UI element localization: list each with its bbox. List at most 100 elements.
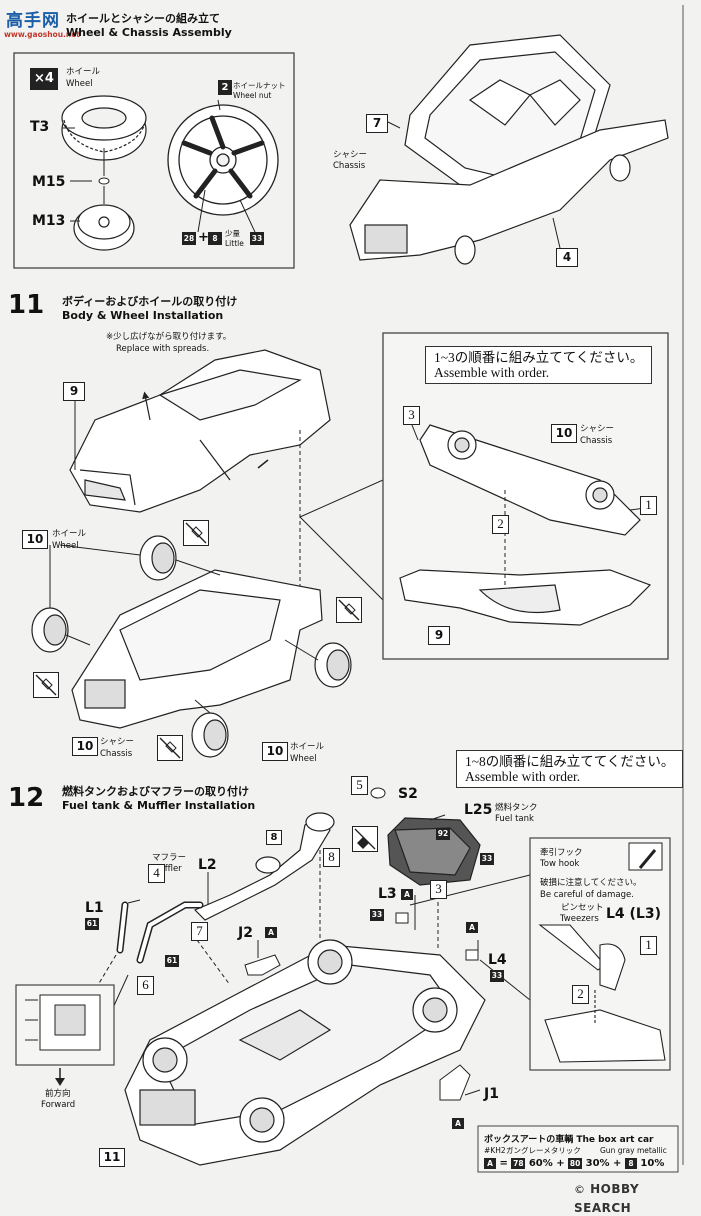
part-10-box: 10 bbox=[22, 530, 48, 549]
sequence-4: 4 bbox=[148, 864, 165, 883]
equals-sign: = bbox=[499, 1158, 508, 1169]
color-61-tag: 61 bbox=[165, 955, 179, 967]
chassis-label-en: Chassis bbox=[333, 161, 366, 171]
color-33-tag: 33 bbox=[490, 970, 504, 982]
part-l4-l3-label: L4 (L3) bbox=[606, 906, 661, 922]
sequence-6: 6 bbox=[137, 976, 154, 995]
part-l25-label: L25 bbox=[464, 802, 493, 818]
little-label-jp: 少量 bbox=[225, 229, 240, 238]
color-8-tag: 8 bbox=[624, 1158, 637, 1169]
color-80-tag: 80 bbox=[568, 1158, 583, 1169]
forward-label-jp: 前方向 bbox=[45, 1089, 71, 1099]
color-78-tag: 78 bbox=[511, 1158, 526, 1169]
step10-title-en: Wheel & Chassis Assembly bbox=[66, 26, 232, 39]
wheel-label-jp: ホイール bbox=[52, 529, 87, 539]
watermark-site: www.gaoshou.net bbox=[4, 30, 80, 39]
assembly-order-note: 1~3の順番に組み立ててください。 Assemble with order. bbox=[425, 346, 653, 384]
part-10-box: 10 bbox=[72, 737, 98, 756]
part-10-box: 10 bbox=[551, 424, 577, 443]
step11-title-jp: ボディーおよびホイールの取り付け bbox=[62, 295, 238, 308]
percent-78: 60% bbox=[528, 1158, 553, 1169]
wheel-label-jp: ホイール bbox=[290, 742, 325, 752]
no-glue-icon bbox=[183, 520, 209, 546]
copyright-icon: © bbox=[574, 1183, 585, 1196]
plus-sign: + bbox=[613, 1158, 622, 1169]
part-l3-label: L3 bbox=[378, 886, 397, 902]
assembly-order-en: Assemble with order. bbox=[465, 769, 581, 784]
muffler-label-en: Muffler bbox=[152, 864, 182, 874]
tag-a: A bbox=[484, 1158, 496, 1169]
sequence-2: 2 bbox=[572, 985, 589, 1004]
tweezers-label-en: Tweezers bbox=[560, 914, 599, 924]
sequence-1: 1 bbox=[640, 936, 657, 955]
wheel-label-jp: ホイール bbox=[66, 67, 101, 77]
boxart-code: #KH2 bbox=[484, 1146, 506, 1155]
part-j2-label: J2 bbox=[238, 925, 253, 941]
part-t3-label: T3 bbox=[30, 119, 50, 135]
boxart-color-jp: ガングレーメタリック bbox=[506, 1146, 581, 1155]
color-33-tag: 33 bbox=[250, 232, 264, 245]
chassis-label-jp: シャシー bbox=[580, 424, 615, 434]
tweezers-label-jp: ピンセット bbox=[561, 903, 604, 913]
boxart-mix: A = 78 60% + 80 30% + 8 10% bbox=[484, 1158, 664, 1169]
part-10-box: 10 bbox=[262, 742, 288, 761]
part-number-2: 2 bbox=[218, 80, 232, 95]
chassis-label-jp: シャシー bbox=[333, 150, 368, 160]
chassis-label-jp: シャシー bbox=[100, 737, 135, 747]
plus-sign: + bbox=[556, 1158, 565, 1169]
assembly-order-jp: 1~3の順番に組み立ててください。 bbox=[434, 350, 644, 365]
spread-note-en: Replace with spreads. bbox=[116, 344, 210, 354]
part-9-box: 9 bbox=[63, 382, 85, 401]
step12-title-en: Fuel tank & Muffler Installation bbox=[62, 799, 256, 812]
step11-number: 11 bbox=[8, 290, 45, 320]
paint-icon bbox=[352, 826, 378, 852]
careful-note-jp: 破損に注意してください。 bbox=[540, 878, 642, 888]
wheel-nut-label-jp: ホイールナット bbox=[233, 81, 286, 90]
percent-80: 30% bbox=[585, 1158, 610, 1169]
sequence-8: 8 bbox=[323, 848, 340, 867]
sequence-3: 3 bbox=[430, 880, 447, 899]
wheel-label-en: Wheel bbox=[52, 541, 79, 551]
careful-note-en: Be careful of damage. bbox=[540, 890, 634, 900]
forward-label-en: Forward bbox=[41, 1100, 76, 1110]
color-33-tag: 33 bbox=[480, 853, 494, 865]
car-underside-drawing bbox=[124, 939, 486, 1166]
no-glue-icon bbox=[157, 735, 183, 761]
tag-a: A bbox=[452, 1118, 464, 1129]
color-8-tag: 8 bbox=[208, 232, 222, 245]
sequence-3: 3 bbox=[403, 406, 420, 425]
car-body-drawing bbox=[69, 349, 331, 513]
tow-hook-label-en: Tow hook bbox=[540, 859, 580, 869]
step11-title-en: Body & Wheel Installation bbox=[62, 309, 224, 322]
fuel-tank-drawing bbox=[387, 817, 481, 886]
body-chassis-flip-drawing bbox=[399, 424, 652, 626]
boxart-title: ボックスアートの車輌 The box art car bbox=[484, 1135, 654, 1145]
fuel-tank-label-en: Fuel tank bbox=[495, 814, 534, 824]
part-l1-label: L1 bbox=[85, 900, 104, 916]
color-28-tag: 28 bbox=[182, 232, 196, 245]
spread-note-jp: ※少し広げながら取り付けます。 bbox=[106, 332, 232, 342]
part-m15-label: M15 bbox=[32, 174, 66, 190]
wheel-nut-label-en: Wheel nut bbox=[233, 91, 272, 100]
color-61-tag: 61 bbox=[85, 918, 99, 930]
watermark-logo: 高手网 www.gaoshou.net bbox=[4, 6, 80, 42]
no-glue-icon bbox=[336, 597, 362, 623]
wheel-label-en: Wheel bbox=[66, 79, 93, 89]
fuel-tank-label-jp: 燃料タンク bbox=[495, 803, 538, 813]
sequence-2: 2 bbox=[492, 515, 509, 534]
assembly-order-note: 1~8の順番に組み立ててください。 Assemble with order. bbox=[456, 750, 684, 788]
part-l2-label: L2 bbox=[198, 857, 217, 873]
sequence-7: 7 bbox=[191, 922, 208, 941]
part-8-box: 8 bbox=[266, 830, 282, 845]
chassis-step11-drawing bbox=[71, 569, 323, 729]
tag-a: A bbox=[401, 889, 413, 900]
part-l4-label: L4 bbox=[488, 952, 507, 968]
part-11-box: 11 bbox=[99, 1148, 125, 1167]
part-7-box: 7 bbox=[366, 114, 388, 133]
color-33-tag: 33 bbox=[370, 909, 384, 921]
muffler-label-jp: マフラー bbox=[152, 853, 187, 863]
muffler-drawing bbox=[193, 812, 335, 921]
chassis-label-en: Chassis bbox=[580, 436, 613, 446]
sequence-5: 5 bbox=[351, 776, 368, 795]
